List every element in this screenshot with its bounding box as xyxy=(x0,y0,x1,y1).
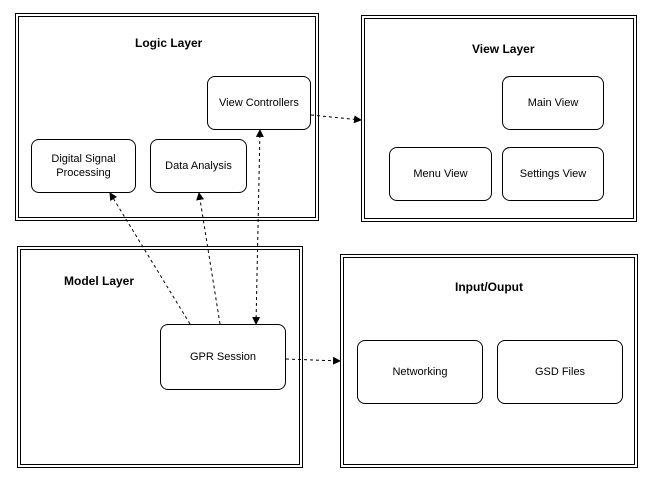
settings-view-node[interactable]: Settings View xyxy=(502,147,604,201)
gpr-session-label: GPR Session xyxy=(189,350,257,363)
gpr-session-node[interactable]: GPR Session xyxy=(160,324,286,390)
view-controllers-node[interactable]: View Controllers xyxy=(207,76,311,130)
gsd-files-node[interactable]: GSD Files xyxy=(497,340,623,404)
data-analysis-node[interactable]: Data Analysis xyxy=(150,139,247,193)
digital-signal-processing-node[interactable]: Digital Signal Processing xyxy=(31,139,136,193)
input-output-layer-title: Input/Ouput xyxy=(455,280,523,294)
main-view-label: Main View xyxy=(527,96,579,109)
gsd-files-label: GSD Files xyxy=(534,365,586,378)
view-layer-title: View Layer xyxy=(472,42,535,56)
model-layer-title: Model Layer xyxy=(64,274,135,288)
networking-label: Networking xyxy=(392,365,448,378)
data-analysis-label: Data Analysis xyxy=(165,159,232,172)
logic-layer-title: Logic Layer xyxy=(135,36,203,50)
view-controllers-label: View Controllers xyxy=(219,96,299,109)
digital-signal-processing-label: Digital Signal Processing xyxy=(51,152,116,179)
main-view-node[interactable]: Main View xyxy=(502,76,604,130)
networking-node[interactable]: Networking xyxy=(357,340,483,404)
menu-view-node[interactable]: Menu View xyxy=(389,147,492,201)
settings-view-label: Settings View xyxy=(519,167,587,180)
menu-view-label: Menu View xyxy=(413,167,468,180)
